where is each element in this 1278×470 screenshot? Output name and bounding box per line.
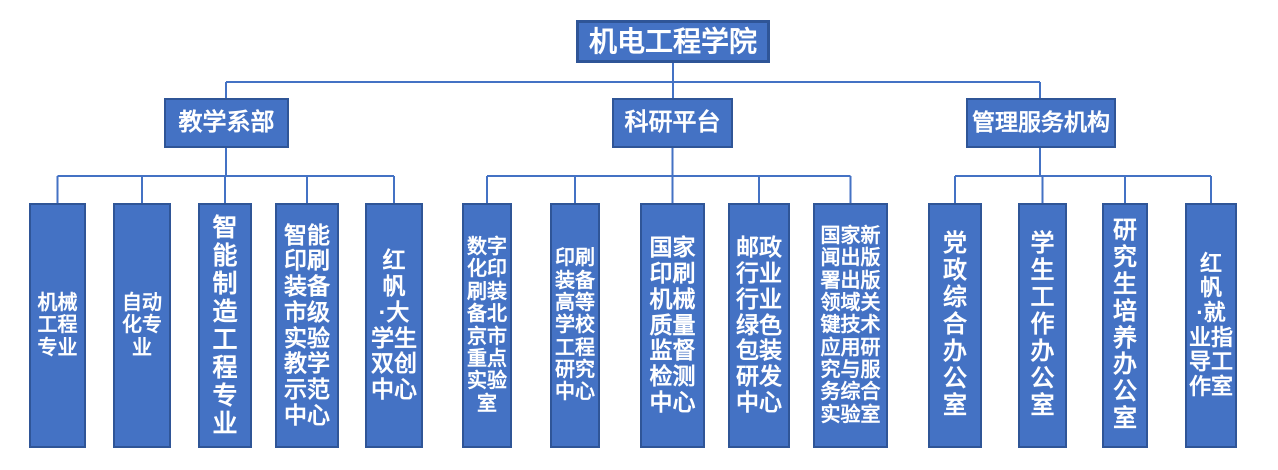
- branch-admin-services: 管理服务机构: [966, 98, 1116, 148]
- leaf-intelligent-manufacturing-major: 智 能 制 造 工 程 专 业: [198, 203, 252, 448]
- leaf-printing-machinery-inspection-center: 国家 印刷 机械 质量 监督 检测 中心: [640, 203, 705, 448]
- leaf-postal-green-packaging-center: 邮政 行业 行业 绿色 包装 研发 中心: [728, 203, 790, 448]
- leaf-mechanical-engineering-major: 机械 工程 专业: [29, 203, 86, 448]
- branch-teaching-departments: 教学系部: [164, 98, 289, 148]
- leaf-student-affairs-office: 学 生 工 作 办 公 室: [1018, 203, 1067, 448]
- leaf-label: 红 帆 ·就 业指 导工 作室: [1188, 250, 1233, 399]
- connector-group-teaching: [56, 148, 395, 203]
- leaf-label: 邮政 行业 行业 绿色 包装 研发 中心: [736, 234, 782, 415]
- leaf-digital-printing-equipment-lab: 数字 化印 刷装 备北 京市 重点 实验 室: [462, 203, 512, 448]
- node-root-label: 机电工程学院: [588, 25, 757, 57]
- leaf-graduate-training-office: 研 究 生 培 养 办 公 室: [1102, 203, 1148, 448]
- leaf-hongfan-innovation-center: 红 帆 ·大 学生 双创 中心: [365, 203, 423, 448]
- leaf-label: 机械 工程 专业: [37, 291, 78, 359]
- leaf-label: 国家新 闻出版 署出版 领域关 键技术 应用研 究与服 务综合 实验室: [820, 224, 881, 426]
- leaf-label: 红 帆 ·大 学生 双创 中心: [371, 247, 417, 402]
- node-root: 机电工程学院: [576, 20, 770, 63]
- leaf-label: 数字 化印 刷装 备北 京市 重点 实验 室: [467, 235, 507, 415]
- branch-admin-label: 管理服务机构: [972, 109, 1110, 136]
- leaf-label: 智 能 制 造 工 程 专 业: [212, 213, 238, 438]
- leaf-press-publication-key-tech-lab: 国家新 闻出版 署出版 领域关 键技术 应用研 究与服 务综合 实验室: [813, 203, 888, 448]
- leaf-label: 学 生 工 作 办 公 室: [1030, 230, 1055, 419]
- leaf-label: 智能 印刷 装备 市级 实验 教学 示范 中心: [284, 221, 330, 428]
- leaf-label: 研 究 生 培 养 办 公 室: [1113, 217, 1137, 433]
- leaf-label: 国家 印刷 机械 质量 监督 检测 中心: [649, 234, 696, 415]
- branch-teaching-label: 教学系部: [178, 108, 275, 136]
- branch-research-platforms: 科研平台: [612, 98, 733, 148]
- leaf-label: 党 政 综 合 办 公 室: [943, 230, 967, 419]
- connector-group-research: [486, 148, 852, 203]
- leaf-label: 印刷 装备 高等 学校 工程 研究 中心: [555, 247, 595, 404]
- connector-root-rail: [225, 63, 1041, 98]
- leaf-printing-equipment-demo-center: 智能 印刷 装备 市级 实验 教学 示范 中心: [275, 203, 339, 448]
- branch-research-label: 科研平台: [624, 108, 721, 136]
- leaf-label: 自动 化专 业: [122, 291, 162, 359]
- leaf-hongfan-career-guidance-studio: 红 帆 ·就 业指 导工 作室: [1185, 203, 1237, 448]
- leaf-printing-equipment-research-center: 印刷 装备 高等 学校 工程 研究 中心: [550, 203, 600, 448]
- leaf-party-admin-office: 党 政 综 合 办 公 室: [928, 203, 982, 448]
- connector-group-admin: [954, 148, 1212, 203]
- leaf-automation-major: 自动 化专 业: [113, 203, 171, 448]
